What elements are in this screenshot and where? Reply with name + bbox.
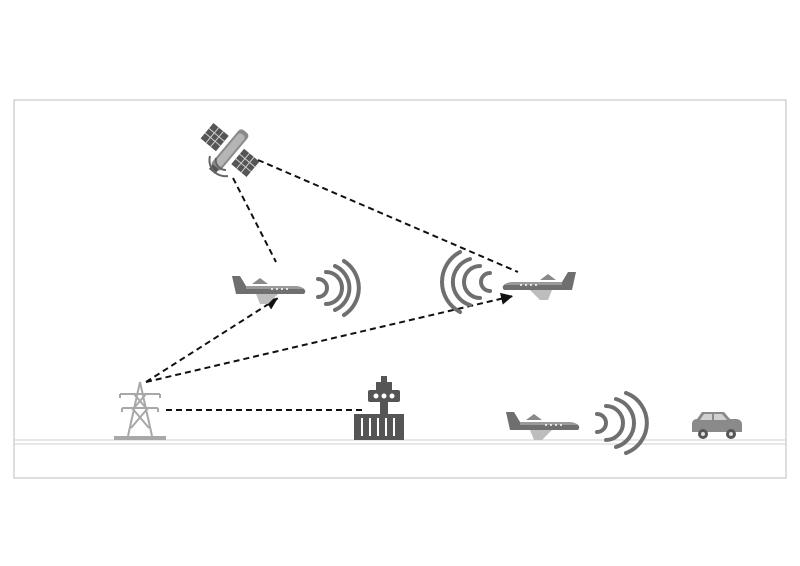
signal-waves-icon-left bbox=[316, 259, 361, 317]
tower-base bbox=[114, 436, 166, 440]
link-satellite-aircraft-left bbox=[232, 177, 277, 263]
airplane-icon-ground bbox=[506, 412, 580, 440]
link-lines bbox=[145, 159, 519, 411]
link-satellite-aircraft-right bbox=[257, 159, 519, 273]
car-icon bbox=[692, 412, 742, 439]
link-tower-aircraft-right bbox=[145, 292, 514, 383]
airplane-icon-right bbox=[502, 272, 576, 300]
transmission-tower-icon bbox=[119, 381, 161, 437]
signal-waves-icon-ground bbox=[595, 391, 649, 455]
control-tower-icon bbox=[354, 376, 404, 440]
airplane-icon-left bbox=[232, 276, 306, 304]
link-tower-aircraft-left bbox=[145, 297, 279, 383]
signal-waves-icon-right bbox=[440, 250, 492, 314]
satellite-dish-icon bbox=[208, 155, 229, 178]
